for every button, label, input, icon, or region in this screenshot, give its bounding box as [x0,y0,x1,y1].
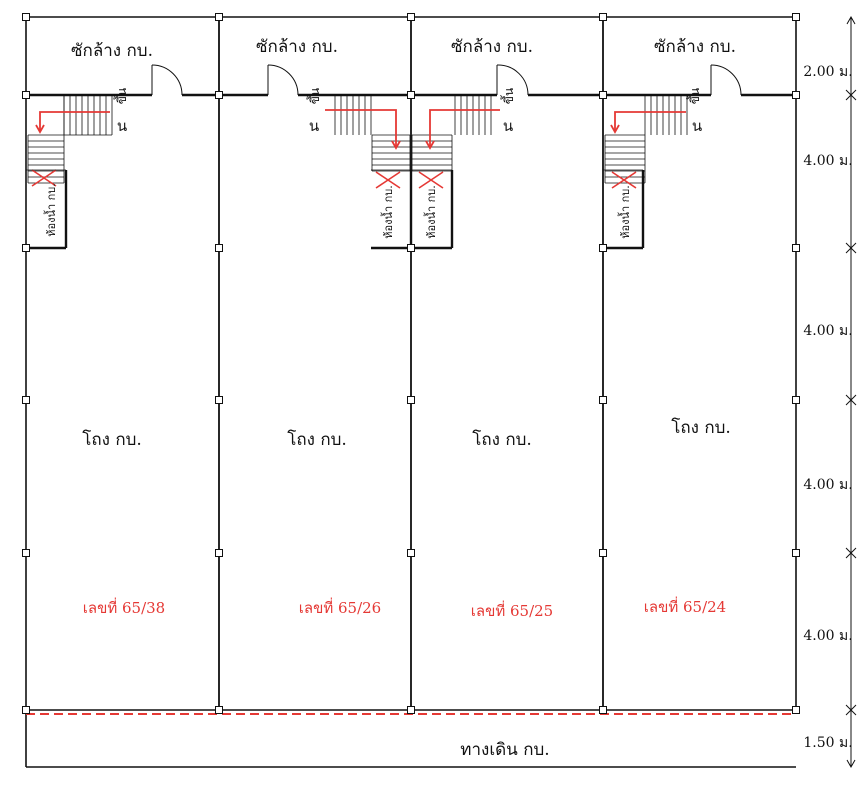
column [407,396,415,404]
column [599,244,607,252]
dimension-label-1: 2.00 ม. [803,64,852,80]
stair-up-label-3: ขึ้น [500,88,516,104]
stair-cut-mark [375,171,401,189]
stair-down-label-1: น [117,117,127,135]
column [22,13,30,21]
hall-label-2: โถง กบ. [287,429,347,450]
column [792,91,800,99]
dimension-label-6: 1.50 ม. [803,735,852,751]
hall-label-4: โถง กบ. [671,417,731,438]
stair-arrow-head [610,124,620,134]
bathroom-label-1: ห้องน้ำ กบ. [43,183,58,237]
column [22,244,30,252]
walkway-label: ทางเดิน กบ. [460,740,549,760]
dimension-tick [845,89,857,101]
stair-down-label-2: น [309,117,319,135]
column [215,549,223,557]
bathroom-label-4: ห้องน้ำ กบ. [617,185,632,239]
stair-arrow-head [391,140,401,150]
column [215,396,223,404]
column [599,91,607,99]
column [599,706,607,714]
stair-up-label-2: ขึ้น [306,88,322,104]
dimension-arrow [846,15,856,25]
column [407,706,415,714]
column [22,706,30,714]
unit-number-2: เลขที่ 65/26 [299,597,381,617]
stair-cut-mark [611,171,637,189]
stair-arrow [325,109,397,148]
dimension-tick [845,704,857,716]
stair-up-label-1: ขึ้น [113,88,129,104]
column [215,706,223,714]
column [407,244,415,252]
walls [22,13,857,769]
column [599,549,607,557]
column [215,244,223,252]
dimension-label-4: 4.00 ม. [803,477,852,493]
bathroom-label-3: ห้องน้ำ กบ. [423,185,438,239]
door-swing [496,64,529,96]
dimension-arrow [846,759,856,769]
washroom-label-2: ซักล้าง กบ. [256,37,338,57]
bathroom-label-2: ห้องน้ำ กบ. [380,185,395,239]
washroom-label-1: ซักล้าง กบ. [71,41,153,61]
stair-arrow-head [35,124,45,134]
unit-number-3: เลขที่ 65/25 [471,600,553,620]
door-swing [267,64,299,96]
column [599,13,607,21]
hall-label-3: โถง กบ. [472,429,532,450]
stair-arrow [614,111,686,132]
column [407,91,415,99]
column [792,706,800,714]
column [215,91,223,99]
column [792,13,800,21]
column [792,396,800,404]
dimension-tick [845,394,857,406]
stair-cut-mark [31,169,57,187]
stair-down-label-4: น [692,117,702,135]
column [22,396,30,404]
door-swing [151,64,183,96]
column [792,244,800,252]
stair-up-label-4: ขึ้น [686,88,702,104]
stair-down-label-3: น [503,117,513,135]
column [22,91,30,99]
unit-number-4: เลขที่ 65/24 [644,596,726,616]
washroom-label-3: ซักล้าง กบ. [451,37,533,57]
column [215,13,223,21]
stair-arrow [429,109,500,148]
unit-number-1: เลขที่ 65/38 [83,597,165,617]
dimension-label-3: 4.00 ม. [803,323,852,339]
dimension-tick [845,547,857,559]
dimension-label-5: 4.00 ม. [803,628,852,644]
dimension-label-2: 4.00 ม. [803,153,852,169]
stair-cut-mark [418,171,444,189]
stair-arrow-head [425,140,435,150]
column [792,549,800,557]
dimension-tick [845,242,857,254]
washroom-label-4: ซักล้าง กบ. [654,37,736,57]
stair-arrow [39,111,110,132]
column [407,13,415,21]
column [599,396,607,404]
column [407,549,415,557]
door-swing [710,64,742,96]
column [22,549,30,557]
hall-label-1: โถง กบ. [82,429,142,450]
